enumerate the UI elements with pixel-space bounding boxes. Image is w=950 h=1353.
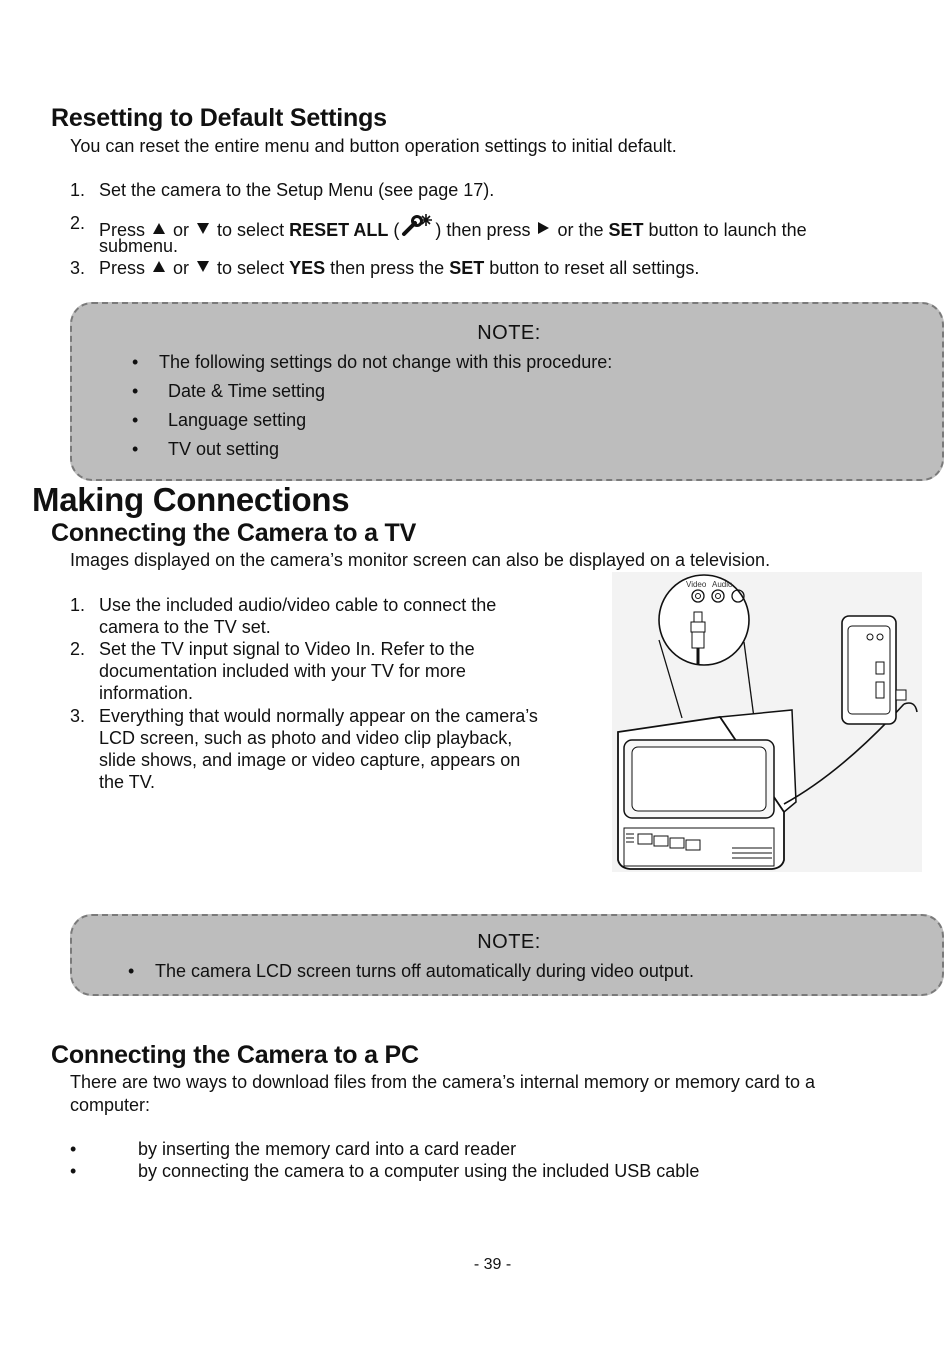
note-title: NOTE: (477, 931, 541, 953)
bullet-dot: • (132, 410, 139, 430)
bullet-dot: • (132, 352, 139, 372)
audio-jack-label: Audio (712, 580, 733, 589)
bullet-dot: • (132, 381, 139, 401)
step-text-line: documentation included with your TV for … (99, 661, 466, 681)
step-number: 2. (70, 213, 86, 233)
step-number: 3. (70, 706, 86, 726)
step-text-part: to select (212, 220, 290, 240)
bullet-dot: • (132, 439, 139, 459)
step-text-part: ( (388, 220, 400, 240)
step-bold-term: YES (289, 258, 326, 278)
step-text-line: information. (99, 683, 194, 703)
step-number: 3. (70, 258, 86, 278)
step-text-line: Set the TV input signal to Video In. Ref… (99, 639, 475, 659)
section-heading-pc: Connecting the Camera to a PC (51, 1041, 419, 1069)
step-text-part: button to reset all settings. (484, 258, 700, 278)
video-jack-label: Video (686, 580, 707, 589)
reset-intro: You can reset the entire menu and button… (70, 136, 677, 156)
up-arrow-icon (153, 223, 166, 234)
step-text-part: or (168, 220, 195, 240)
step-text-part: button to launch the (643, 220, 807, 240)
step-text: Press or to select RESET ALL ( ) then pre… (99, 212, 807, 243)
step-text-line: Use the included audio/video cable to co… (99, 595, 497, 615)
note-item-text: The following settings do not change wit… (159, 352, 613, 372)
step-text-part: to select (212, 258, 290, 278)
step-number: 1. (70, 595, 86, 615)
step-number: 1. (70, 180, 86, 200)
step-text-line: slide shows, and image or video capture,… (99, 750, 521, 770)
step-text-part: Press (99, 258, 151, 278)
bullet-dot: • (128, 961, 135, 981)
section-heading-reset: Resetting to Default Settings (51, 104, 387, 132)
step-text-line: camera to the TV set. (99, 617, 271, 637)
step-text-part: or (168, 258, 195, 278)
step-text: Set the camera to the Setup Menu (see pa… (99, 180, 495, 200)
note-item-text: Language setting (168, 410, 307, 430)
tv-intro: Images displayed on the camera’s monitor… (70, 550, 771, 570)
down-arrow-icon (197, 223, 210, 234)
note-box-tv: NOTE: • The camera LCD screen turns off … (70, 914, 944, 996)
tv-connection-drawing: Video Audio (612, 572, 922, 872)
step-number: 2. (70, 639, 86, 659)
bullet-dot: • (70, 1139, 77, 1159)
right-arrow-icon (538, 222, 550, 234)
page-number: - 39 - (473, 1256, 512, 1273)
section-heading-tv: Connecting the Camera to a TV (51, 519, 417, 547)
step-text-line: LCD screen, such as photo and video clip… (99, 728, 513, 748)
pc-bullet-text: by connecting the camera to a computer u… (138, 1161, 700, 1181)
up-arrow-icon (153, 261, 166, 272)
note-item-text: TV out setting (168, 439, 280, 459)
pc-intro-line: computer: (70, 1095, 151, 1115)
step-text-part: ) then press (435, 220, 536, 240)
note-box-reset: NOTE: • The following settings do not ch… (70, 302, 944, 481)
step-text-continued: submenu. (99, 236, 179, 256)
reset-all-tools-icon (399, 212, 435, 243)
step-bold-term: SET (608, 220, 644, 240)
note-title: NOTE: (477, 322, 541, 344)
bullet-dot: • (70, 1161, 77, 1181)
pc-bullet-text: by inserting the memory card into a card… (138, 1139, 517, 1159)
chapter-heading: Making Connections (32, 481, 350, 518)
step-text-part: Press (99, 220, 151, 240)
step-text: Press or to select YES then press the SE… (99, 257, 699, 279)
note-item-text: Date & Time setting (168, 381, 326, 401)
note-item-text: The camera LCD screen turns off automati… (155, 961, 694, 981)
step-bold-term: RESET ALL (289, 220, 389, 240)
step-text-part: or the (552, 220, 609, 240)
down-arrow-icon (197, 261, 210, 272)
step-text-line: Everything that would normally appear on… (99, 706, 538, 726)
step-text-line: the TV. (99, 772, 156, 792)
tv-connection-illustration: Video Audio (612, 572, 922, 872)
step-text-part: then press the (325, 258, 450, 278)
step-bold-term: SET (449, 258, 485, 278)
pc-intro-line: There are two ways to download files fro… (70, 1072, 815, 1092)
